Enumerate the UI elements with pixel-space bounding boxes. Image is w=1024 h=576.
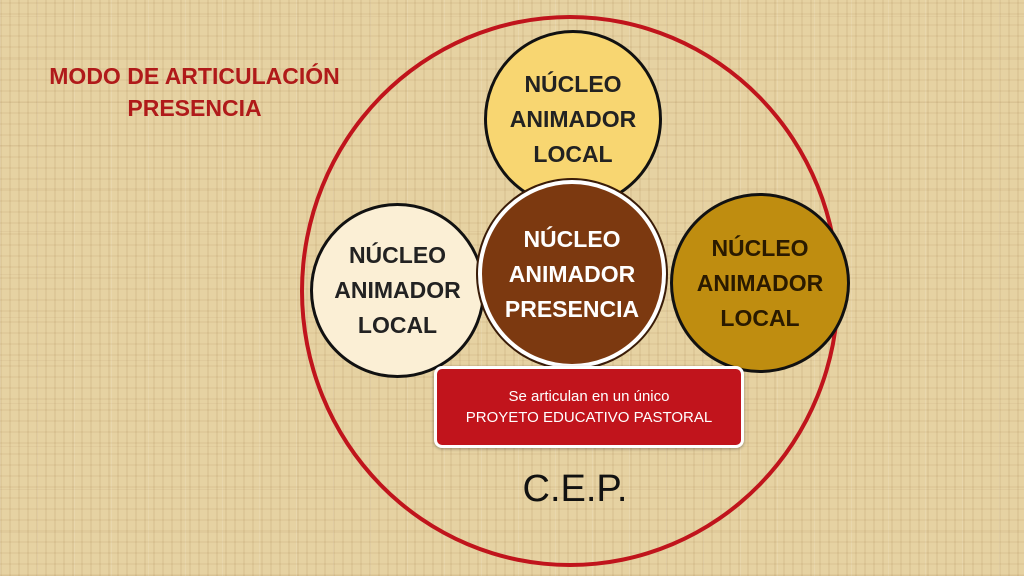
slide-title-line2: PRESENCIA <box>127 95 262 121</box>
node-center-line2: ANIMADOR <box>508 260 636 287</box>
slide-title: MODO DE ARTICULACIÓN PRESENCIA <box>22 60 367 124</box>
node-right-line2: ANIMADOR <box>696 269 824 296</box>
nucleo-animador-local-left: NÚCLEO ANIMADOR LOCAL <box>310 203 485 378</box>
cep-label: C.E.P. <box>522 468 628 510</box>
node-left-line3: LOCAL <box>357 312 438 338</box>
node-left-line2: ANIMADOR <box>334 277 461 303</box>
nucleo-animador-local-right: NÚCLEO ANIMADOR LOCAL <box>670 193 850 373</box>
node-top-line2: ANIMADOR <box>509 105 637 132</box>
node-center-line3: PRESENCIA <box>504 295 640 322</box>
banner-line2: PROYETO EDUCATIVO PASTORAL <box>465 409 713 426</box>
node-top-line1: NÚCLEO <box>524 70 622 97</box>
node-top-line3: LOCAL <box>533 140 613 167</box>
banner-line1: Se articulan en un único <box>508 388 670 405</box>
nucleo-animador-presencia: NÚCLEO ANIMADOR PRESENCIA <box>478 180 666 368</box>
node-center-line1: NÚCLEO <box>523 225 621 252</box>
node-right-line1: NÚCLEO <box>711 234 809 261</box>
slide-title-line1: MODO DE ARTICULACIÓN <box>49 63 340 89</box>
node-right-line3: LOCAL <box>720 304 800 331</box>
proyecto-educativo-banner: Se articulan en un único PROYETO EDUCATI… <box>434 366 744 448</box>
node-left-line1: NÚCLEO <box>348 242 447 268</box>
